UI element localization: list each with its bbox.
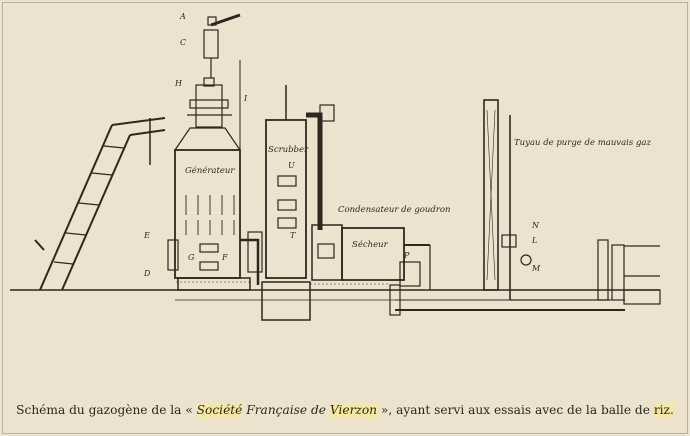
scrubber [261,85,311,321]
label-P: P [403,251,410,260]
label-C: C [180,38,186,47]
caption-part1: Schéma du gazogène de la « [16,403,193,417]
label-T: T [290,231,296,240]
label-tuyau: Tuyau de purge de mauvais gaz [514,138,651,148]
label-G: G [188,253,195,262]
caption-part5: », ayant servi aux essais avec de la bal… [380,403,650,417]
label-U: U [288,161,295,170]
label-L: L [531,236,537,245]
label-A: A [179,12,186,21]
label-condensateur: Condensateur de goudron [338,205,450,215]
purge-stack [483,99,610,301]
label-M: M [531,264,541,273]
tar-condenser [311,224,343,281]
label-H: H [174,79,183,88]
label-D: D [143,269,151,278]
label-I: I [243,94,248,103]
label-generateur: Générateur [185,165,235,176]
ladder [34,117,166,291]
label-F: F [221,253,228,262]
label-E: E [143,231,150,240]
drier [341,227,431,290]
figure-caption: Schéma du gazogène de la « Société Franç… [0,400,690,426]
gasifier-schematic: A C H I E D G F U T N L M P Générateur S… [10,12,661,321]
caption-francaise: Française de [246,403,327,417]
caption-riz: riz. [653,403,674,417]
generator [167,13,251,291]
caption-vierzon: Vierzon [329,403,378,417]
caption-societe: Société [196,403,243,417]
label-N: N [531,221,540,230]
label-secheur: Sécheur [352,239,389,250]
label-scrubber: Scrubber [268,145,309,155]
